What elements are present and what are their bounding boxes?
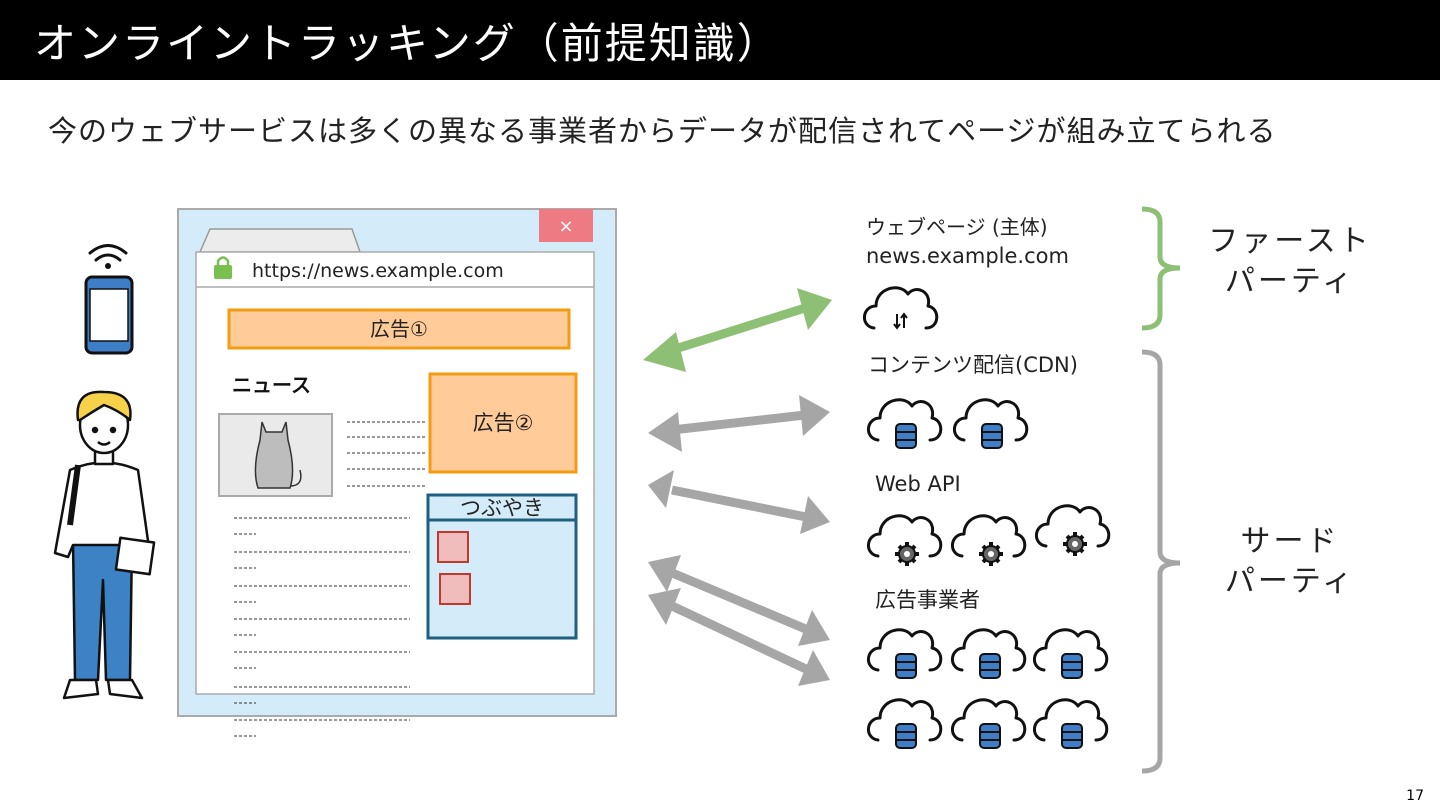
ad-banner-1-label: 広告① — [370, 317, 428, 341]
ad-server-icon — [950, 628, 1027, 679]
first-party-bracket — [1141, 206, 1181, 331]
first-party-title-line2: パーティ — [1224, 264, 1356, 299]
cdn-label: コンテンツ配信(CDN) — [868, 353, 1078, 377]
ad-server-icon — [866, 628, 943, 679]
webapi-server-icon — [1034, 504, 1111, 558]
first-party-domain: news.example.com — [866, 244, 1069, 268]
ad-arrow-1 — [648, 555, 830, 646]
ad-server-icon — [866, 698, 943, 749]
ad-server-icon — [1032, 628, 1109, 679]
third-party-title: サード パーティ — [1200, 522, 1380, 602]
page-number: 17 — [1406, 788, 1424, 804]
title-bar — [0, 0, 1440, 80]
tweet-widget-label: つぶやき — [460, 496, 544, 520]
ad-banner-2-label: 広告② — [473, 411, 534, 435]
ad-server-icon — [1032, 698, 1109, 749]
cdn-server-icon — [866, 398, 943, 449]
third-party-title-line2: パーティ — [1224, 564, 1356, 599]
ad-server-icon — [950, 698, 1027, 749]
slide-subtitle: 今のウェブサービスは多くの異なる事業者からデータが配信されてページが組み立てられ… — [48, 114, 1277, 148]
news-heading: ニュース — [232, 373, 311, 397]
webapi-arrow — [648, 470, 830, 534]
lock-icon — [214, 256, 232, 279]
webapi-server-icon — [866, 514, 943, 568]
webapi-label: Web API — [875, 472, 961, 496]
cat-icon — [254, 421, 302, 489]
first-party-label: ウェブページ (主体) — [866, 215, 1048, 239]
first-party-arrow — [643, 288, 832, 372]
third-party-bracket — [1141, 349, 1181, 774]
person-illustration — [53, 390, 156, 700]
ad-vendor-label: 広告事業者 — [875, 588, 980, 612]
slide-title: オンライントラッキング（前提知識） — [34, 19, 781, 68]
cdn-arrow — [648, 395, 830, 452]
close-icon[interactable]: × — [558, 216, 573, 237]
ad-banner-1[interactable] — [227, 308, 571, 350]
first-party-title: ファースト パーティ — [1200, 222, 1380, 302]
ad-banner-2[interactable] — [428, 372, 578, 474]
wifi-icon — [88, 244, 128, 262]
webapi-server-icon — [950, 514, 1027, 568]
third-party-title-line1: サード — [1240, 524, 1340, 559]
close-button[interactable] — [539, 209, 593, 242]
first-party-title-line1: ファースト — [1208, 224, 1372, 259]
wifi-dot — [105, 263, 111, 269]
tweet-avatar — [439, 573, 471, 605]
url-bar[interactable]: https://news.example.com — [252, 260, 504, 282]
smartphone-icon — [84, 275, 134, 355]
ad-arrow-2 — [648, 588, 830, 686]
first-party-server-icon — [862, 286, 939, 330]
tweet-avatar — [437, 531, 469, 563]
cdn-server-icon — [952, 398, 1029, 449]
